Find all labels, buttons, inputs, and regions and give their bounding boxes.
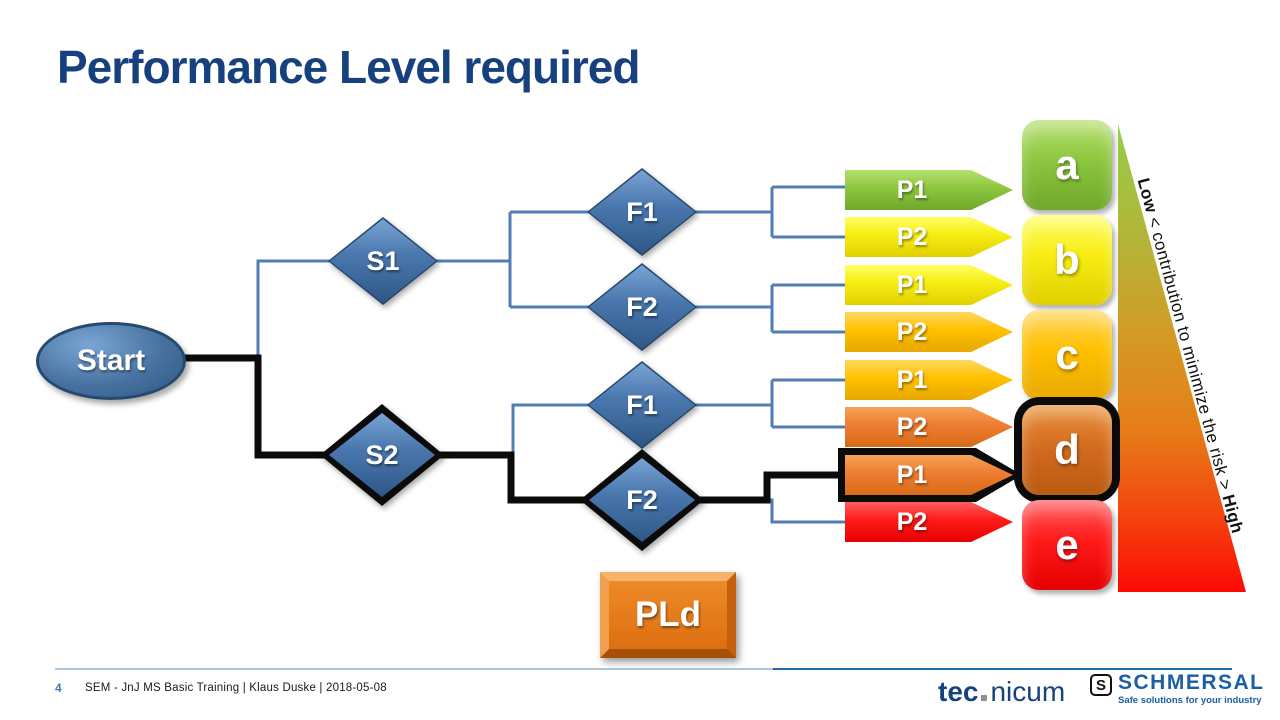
- p-arrow-2: P2: [845, 217, 1013, 257]
- pl-box-a: a: [1022, 120, 1112, 210]
- pl-box-label: c: [1055, 331, 1079, 378]
- decision-s1: S1: [328, 217, 438, 305]
- p-arrow-label: P2: [896, 507, 928, 536]
- decision-f1-lower: F1: [587, 361, 697, 449]
- pl-box-label: b: [1054, 236, 1080, 283]
- schmersal-tagline: Safe solutions for your industry: [1118, 695, 1262, 706]
- p-arrow-label: P1: [896, 460, 928, 489]
- p-arrow-label: P2: [896, 317, 928, 346]
- p-arrow-label: P2: [896, 412, 928, 441]
- pl-box-b: b: [1022, 215, 1112, 305]
- tecnicum-logo-part2: nicum: [990, 676, 1066, 707]
- tecnicum-logo-dot: [981, 695, 988, 701]
- decision-s2: S2: [320, 404, 444, 506]
- start-node: Start: [36, 322, 186, 400]
- decision-label: F1: [626, 389, 658, 420]
- footer-divider-right: [773, 668, 1232, 670]
- highlighted-path: [184, 354, 852, 504]
- pl-box-label: d: [1054, 426, 1080, 473]
- decision-label: S2: [365, 439, 399, 470]
- p-arrow-label: P2: [896, 222, 928, 251]
- slide-page-number: 4: [55, 681, 62, 695]
- pl-box-e: e: [1022, 500, 1112, 590]
- decision-label: S1: [366, 245, 400, 276]
- pl-box-label: a: [1055, 141, 1079, 188]
- footer-text: SEM - JnJ MS Basic Training | Klaus Dusk…: [85, 682, 387, 694]
- page-title: Performance Level required: [57, 41, 640, 93]
- decision-f2-upper: F2: [587, 263, 697, 351]
- pl-box-label: e: [1055, 521, 1079, 568]
- pl-box-d: d: [1022, 405, 1112, 495]
- result-pld-label: PLd: [634, 595, 702, 634]
- p-arrow-label: P1: [896, 365, 928, 394]
- pl-box-c: c: [1022, 310, 1112, 400]
- p-arrow-1: P1: [845, 170, 1013, 210]
- decision-f2-lower: F2: [580, 449, 704, 551]
- result-pld-box: PLd: [600, 572, 736, 658]
- tecnicum-logo: tec nicum: [938, 676, 1065, 708]
- start-label: Start: [76, 344, 146, 377]
- schmersal-wordmark: SCHMERSAL Safe solutions for your indust…: [1118, 671, 1265, 707]
- decision-f1-upper: F1: [587, 168, 697, 256]
- schmersal-name: SCHMERSAL: [1118, 671, 1265, 694]
- decision-label: F2: [626, 291, 658, 322]
- p-arrow-label: P1: [896, 270, 928, 299]
- schmersal-s-icon: S: [1090, 674, 1112, 696]
- schmersal-logo: S SCHMERSAL Safe solutions for your indu…: [1090, 672, 1265, 706]
- decision-label: F1: [626, 196, 658, 227]
- decision-label: F2: [626, 484, 658, 515]
- tecnicum-logo-part1: tec: [938, 676, 979, 707]
- footer-divider-left: [55, 668, 773, 670]
- p-arrow-label: P1: [896, 175, 928, 204]
